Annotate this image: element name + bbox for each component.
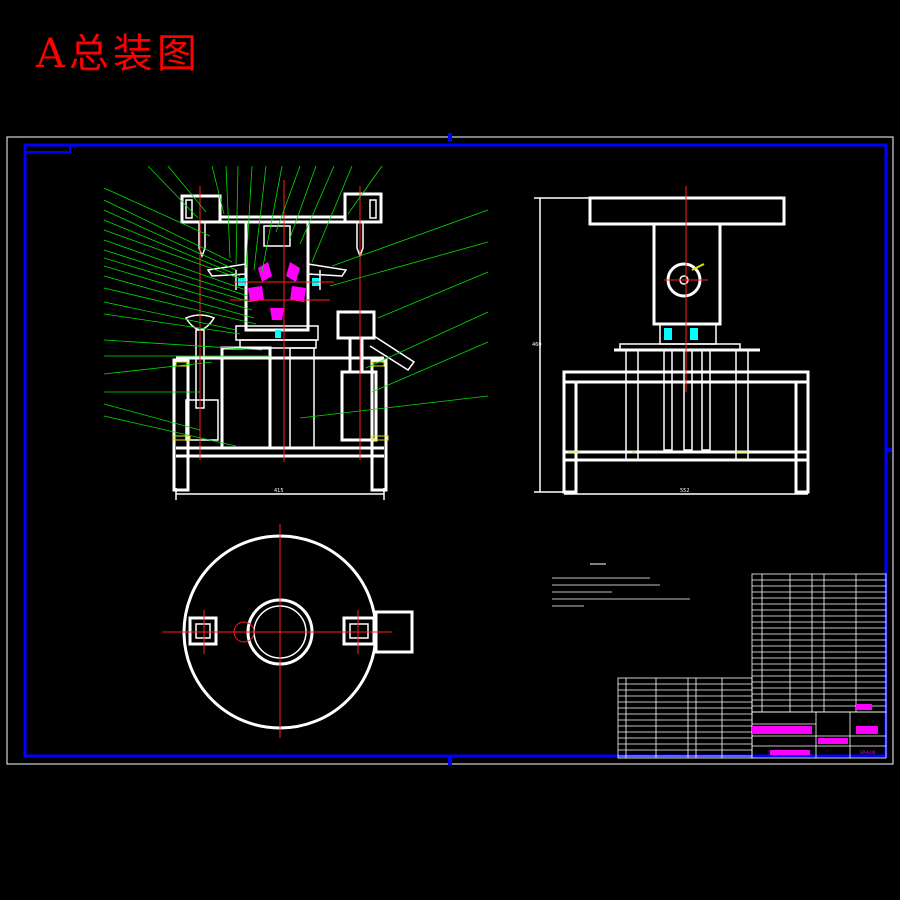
frame-corner-mark	[25, 145, 71, 153]
front-width-dim: 415	[274, 488, 284, 494]
side-width-dim: 552	[680, 488, 690, 494]
parts-list-lower	[617, 677, 753, 759]
leader-lines	[103, 165, 489, 447]
side-height-dim: 460	[532, 342, 542, 348]
title-block: SP-A-00	[751, 704, 887, 759]
frame-center-mark-right	[886, 448, 892, 452]
drawing-number: SP-A-00	[860, 750, 876, 755]
frame-center-mark-top	[448, 133, 452, 141]
side-view: 460 552	[532, 186, 810, 495]
parts-list-upper	[751, 573, 887, 713]
tech-notes	[552, 563, 690, 607]
top-view	[162, 524, 414, 738]
drawing-title: A总装图	[36, 31, 201, 77]
frame-center-mark-bottom	[448, 757, 452, 765]
front-view: 415	[172, 180, 416, 500]
